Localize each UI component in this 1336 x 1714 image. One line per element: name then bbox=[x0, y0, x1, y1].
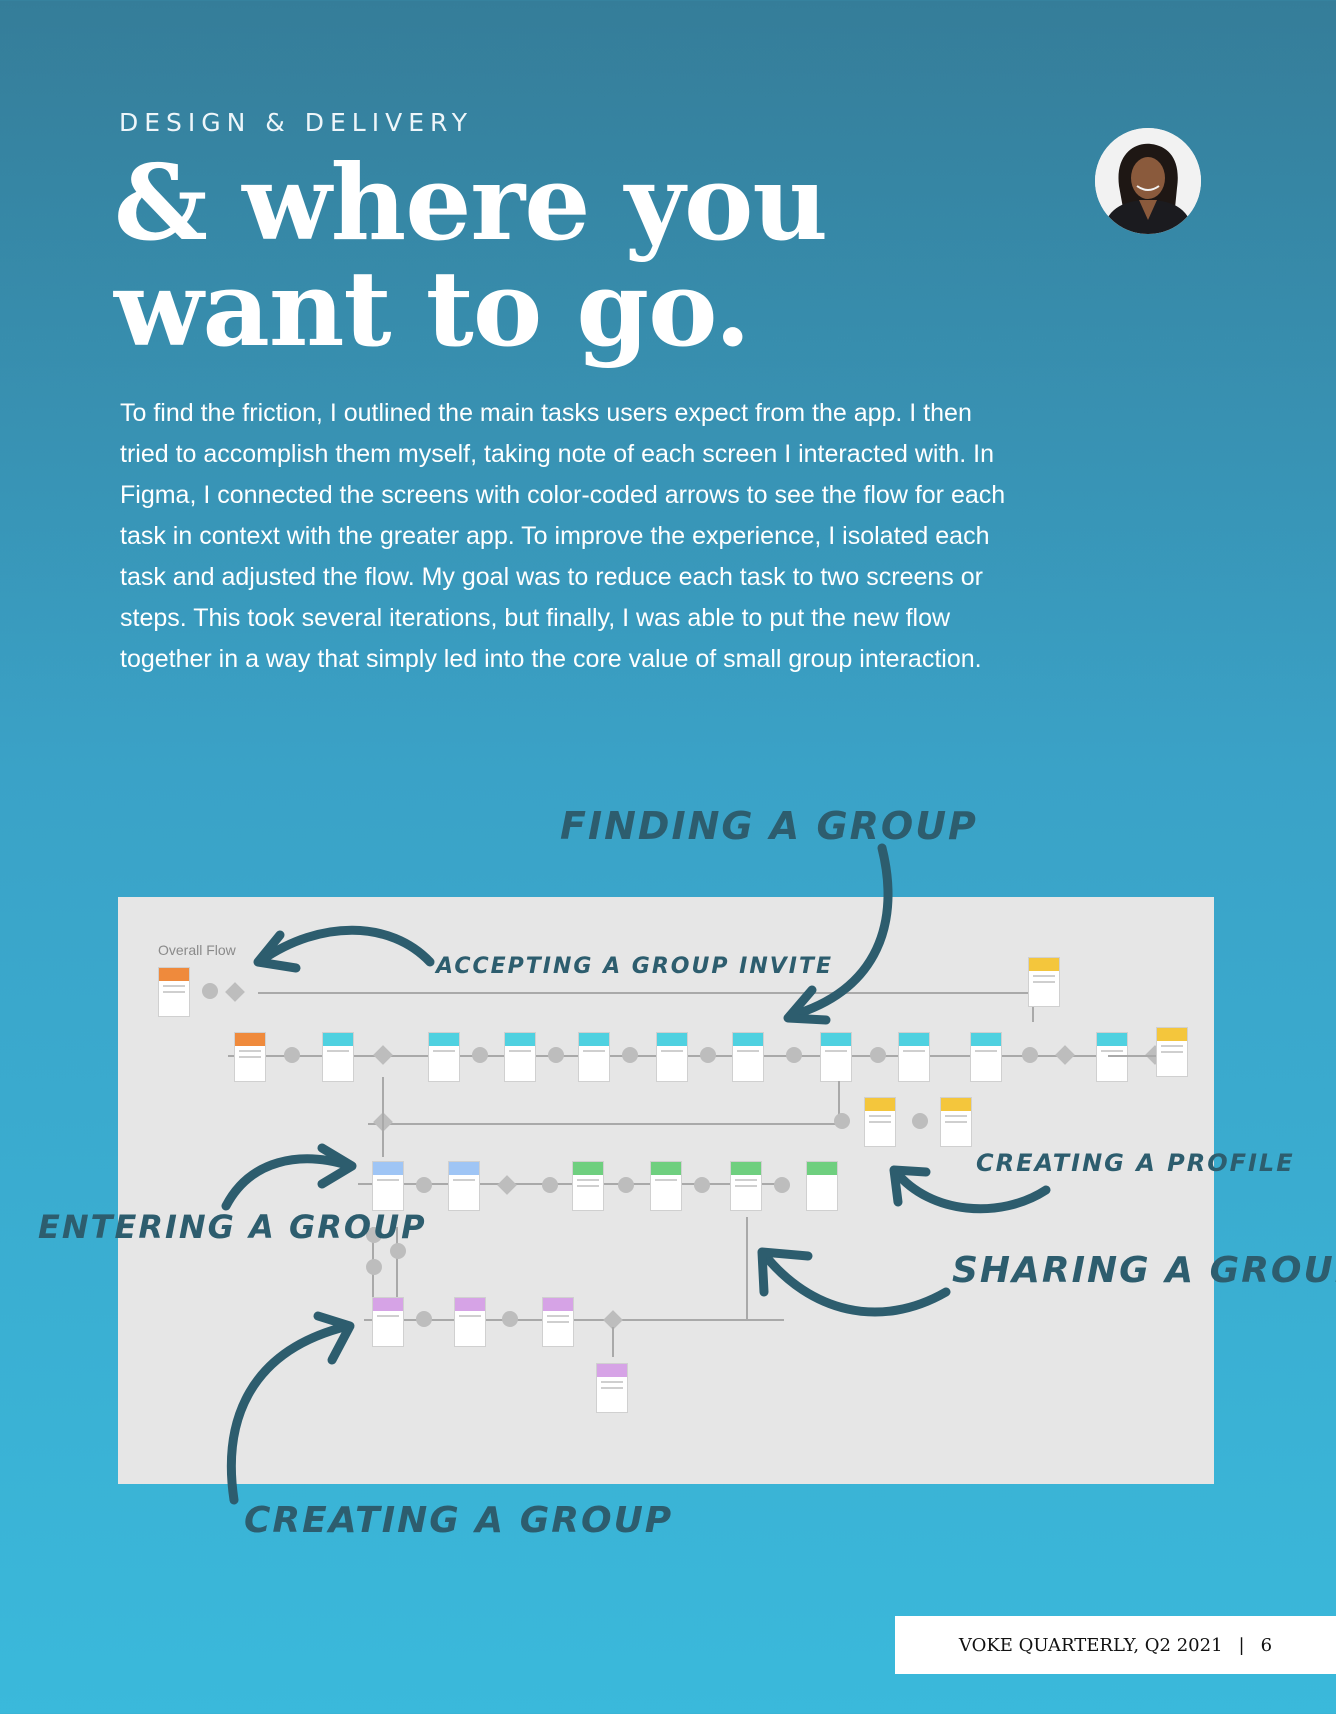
flow-step-dot bbox=[416, 1311, 432, 1327]
finding-screen-node bbox=[656, 1032, 688, 1082]
creating-screen-node bbox=[372, 1297, 404, 1347]
flow-connector bbox=[1108, 1055, 1188, 1057]
flow-decision-diamond bbox=[373, 1045, 393, 1065]
flow-connector bbox=[358, 1183, 778, 1185]
flow-step-dot bbox=[870, 1047, 886, 1063]
profile-screen-node bbox=[1028, 957, 1060, 1007]
finding-screen-node bbox=[898, 1032, 930, 1082]
sharing-screen-node bbox=[572, 1161, 604, 1211]
flow-connector bbox=[368, 1123, 840, 1125]
profile-screen-node bbox=[864, 1097, 896, 1147]
flow-step-dot bbox=[1022, 1047, 1038, 1063]
flow-step-dot bbox=[366, 1259, 382, 1275]
headline-line-2: want to go. bbox=[114, 247, 751, 370]
entering-screen-node bbox=[448, 1161, 480, 1211]
annotation-finding-a-group: FINDING A GROUP bbox=[560, 804, 978, 848]
flow-step-dot bbox=[622, 1047, 638, 1063]
flow-step-dot bbox=[700, 1047, 716, 1063]
flow-step-dot bbox=[542, 1177, 558, 1193]
annotation-creating-a-group: CREATING A GROUP bbox=[244, 1500, 674, 1541]
sharing-screen-node bbox=[650, 1161, 682, 1211]
flow-connector bbox=[364, 1319, 784, 1321]
flow-connector bbox=[746, 1217, 748, 1321]
invite-screen-node bbox=[158, 967, 190, 1017]
flow-decision-diamond bbox=[1055, 1045, 1075, 1065]
overall-flow-diagram: Overall Flow bbox=[118, 897, 1214, 1484]
flow-step-dot bbox=[366, 1227, 382, 1243]
flow-step-dot bbox=[416, 1177, 432, 1193]
finding-screen-node bbox=[732, 1032, 764, 1082]
annotation-entering-a-group: ENTERING A GROUP bbox=[38, 1208, 427, 1246]
flow-decision-diamond bbox=[225, 982, 245, 1002]
flow-connector bbox=[382, 1077, 384, 1157]
footer-separator: | bbox=[1238, 1634, 1245, 1656]
flow-step-dot bbox=[786, 1047, 802, 1063]
annotation-sharing-a-group: SHARING A GROUP bbox=[952, 1250, 1336, 1291]
invite-screen-node bbox=[234, 1032, 266, 1082]
flow-step-dot bbox=[390, 1243, 406, 1259]
finding-screen-node bbox=[820, 1032, 852, 1082]
finding-screen-node bbox=[1096, 1032, 1128, 1082]
page-number: 6 bbox=[1260, 1634, 1273, 1656]
flow-connector bbox=[838, 1081, 840, 1123]
creating-screen-node bbox=[596, 1363, 628, 1413]
annotation-creating-a-profile: CREATING A PROFILE bbox=[976, 1149, 1295, 1177]
finding-screen-node bbox=[504, 1032, 536, 1082]
publication-name: VOKE QUARTERLY, Q2 2021 bbox=[958, 1634, 1223, 1656]
entering-screen-node bbox=[372, 1161, 404, 1211]
flow-connector bbox=[612, 1327, 614, 1357]
flow-step-dot bbox=[202, 983, 218, 999]
headline: & where you want to go. bbox=[114, 150, 828, 362]
flow-step-dot bbox=[548, 1047, 564, 1063]
page-footer: VOKE QUARTERLY, Q2 2021 | 6 bbox=[895, 1616, 1336, 1674]
headline-line-1: & where you bbox=[114, 141, 828, 264]
person-portrait-icon bbox=[1095, 128, 1201, 234]
finding-screen-node bbox=[428, 1032, 460, 1082]
flow-step-dot bbox=[834, 1113, 850, 1129]
flow-step-dot bbox=[618, 1177, 634, 1193]
body-paragraph: To find the friction, I outlined the mai… bbox=[120, 399, 1006, 673]
flow-step-dot bbox=[912, 1113, 928, 1129]
flow-step-dot bbox=[502, 1311, 518, 1327]
flow-connector bbox=[1032, 992, 1034, 1022]
sharing-screen-node bbox=[730, 1161, 762, 1211]
flow-step-dot bbox=[472, 1047, 488, 1063]
profile-screen-node bbox=[1156, 1027, 1188, 1077]
author-avatar bbox=[1095, 128, 1201, 234]
flow-step-dot bbox=[284, 1047, 300, 1063]
creating-screen-node bbox=[454, 1297, 486, 1347]
annotation-accepting-a-group-invite: ACCEPTING A GROUP INVITE bbox=[436, 954, 833, 979]
flow-connector bbox=[396, 1227, 398, 1307]
finding-screen-node bbox=[578, 1032, 610, 1082]
flow-step-dot bbox=[774, 1177, 790, 1193]
finding-screen-node bbox=[322, 1032, 354, 1082]
section-kicker: DESIGN & DELIVERY bbox=[119, 108, 474, 137]
diagram-title: Overall Flow bbox=[158, 942, 236, 958]
flow-connector bbox=[258, 992, 1034, 994]
sharing-screen-node bbox=[806, 1161, 838, 1211]
finding-screen-node bbox=[970, 1032, 1002, 1082]
flow-decision-diamond bbox=[497, 1175, 517, 1195]
profile-screen-node bbox=[940, 1097, 972, 1147]
flow-step-dot bbox=[694, 1177, 710, 1193]
creating-screen-node bbox=[542, 1297, 574, 1347]
